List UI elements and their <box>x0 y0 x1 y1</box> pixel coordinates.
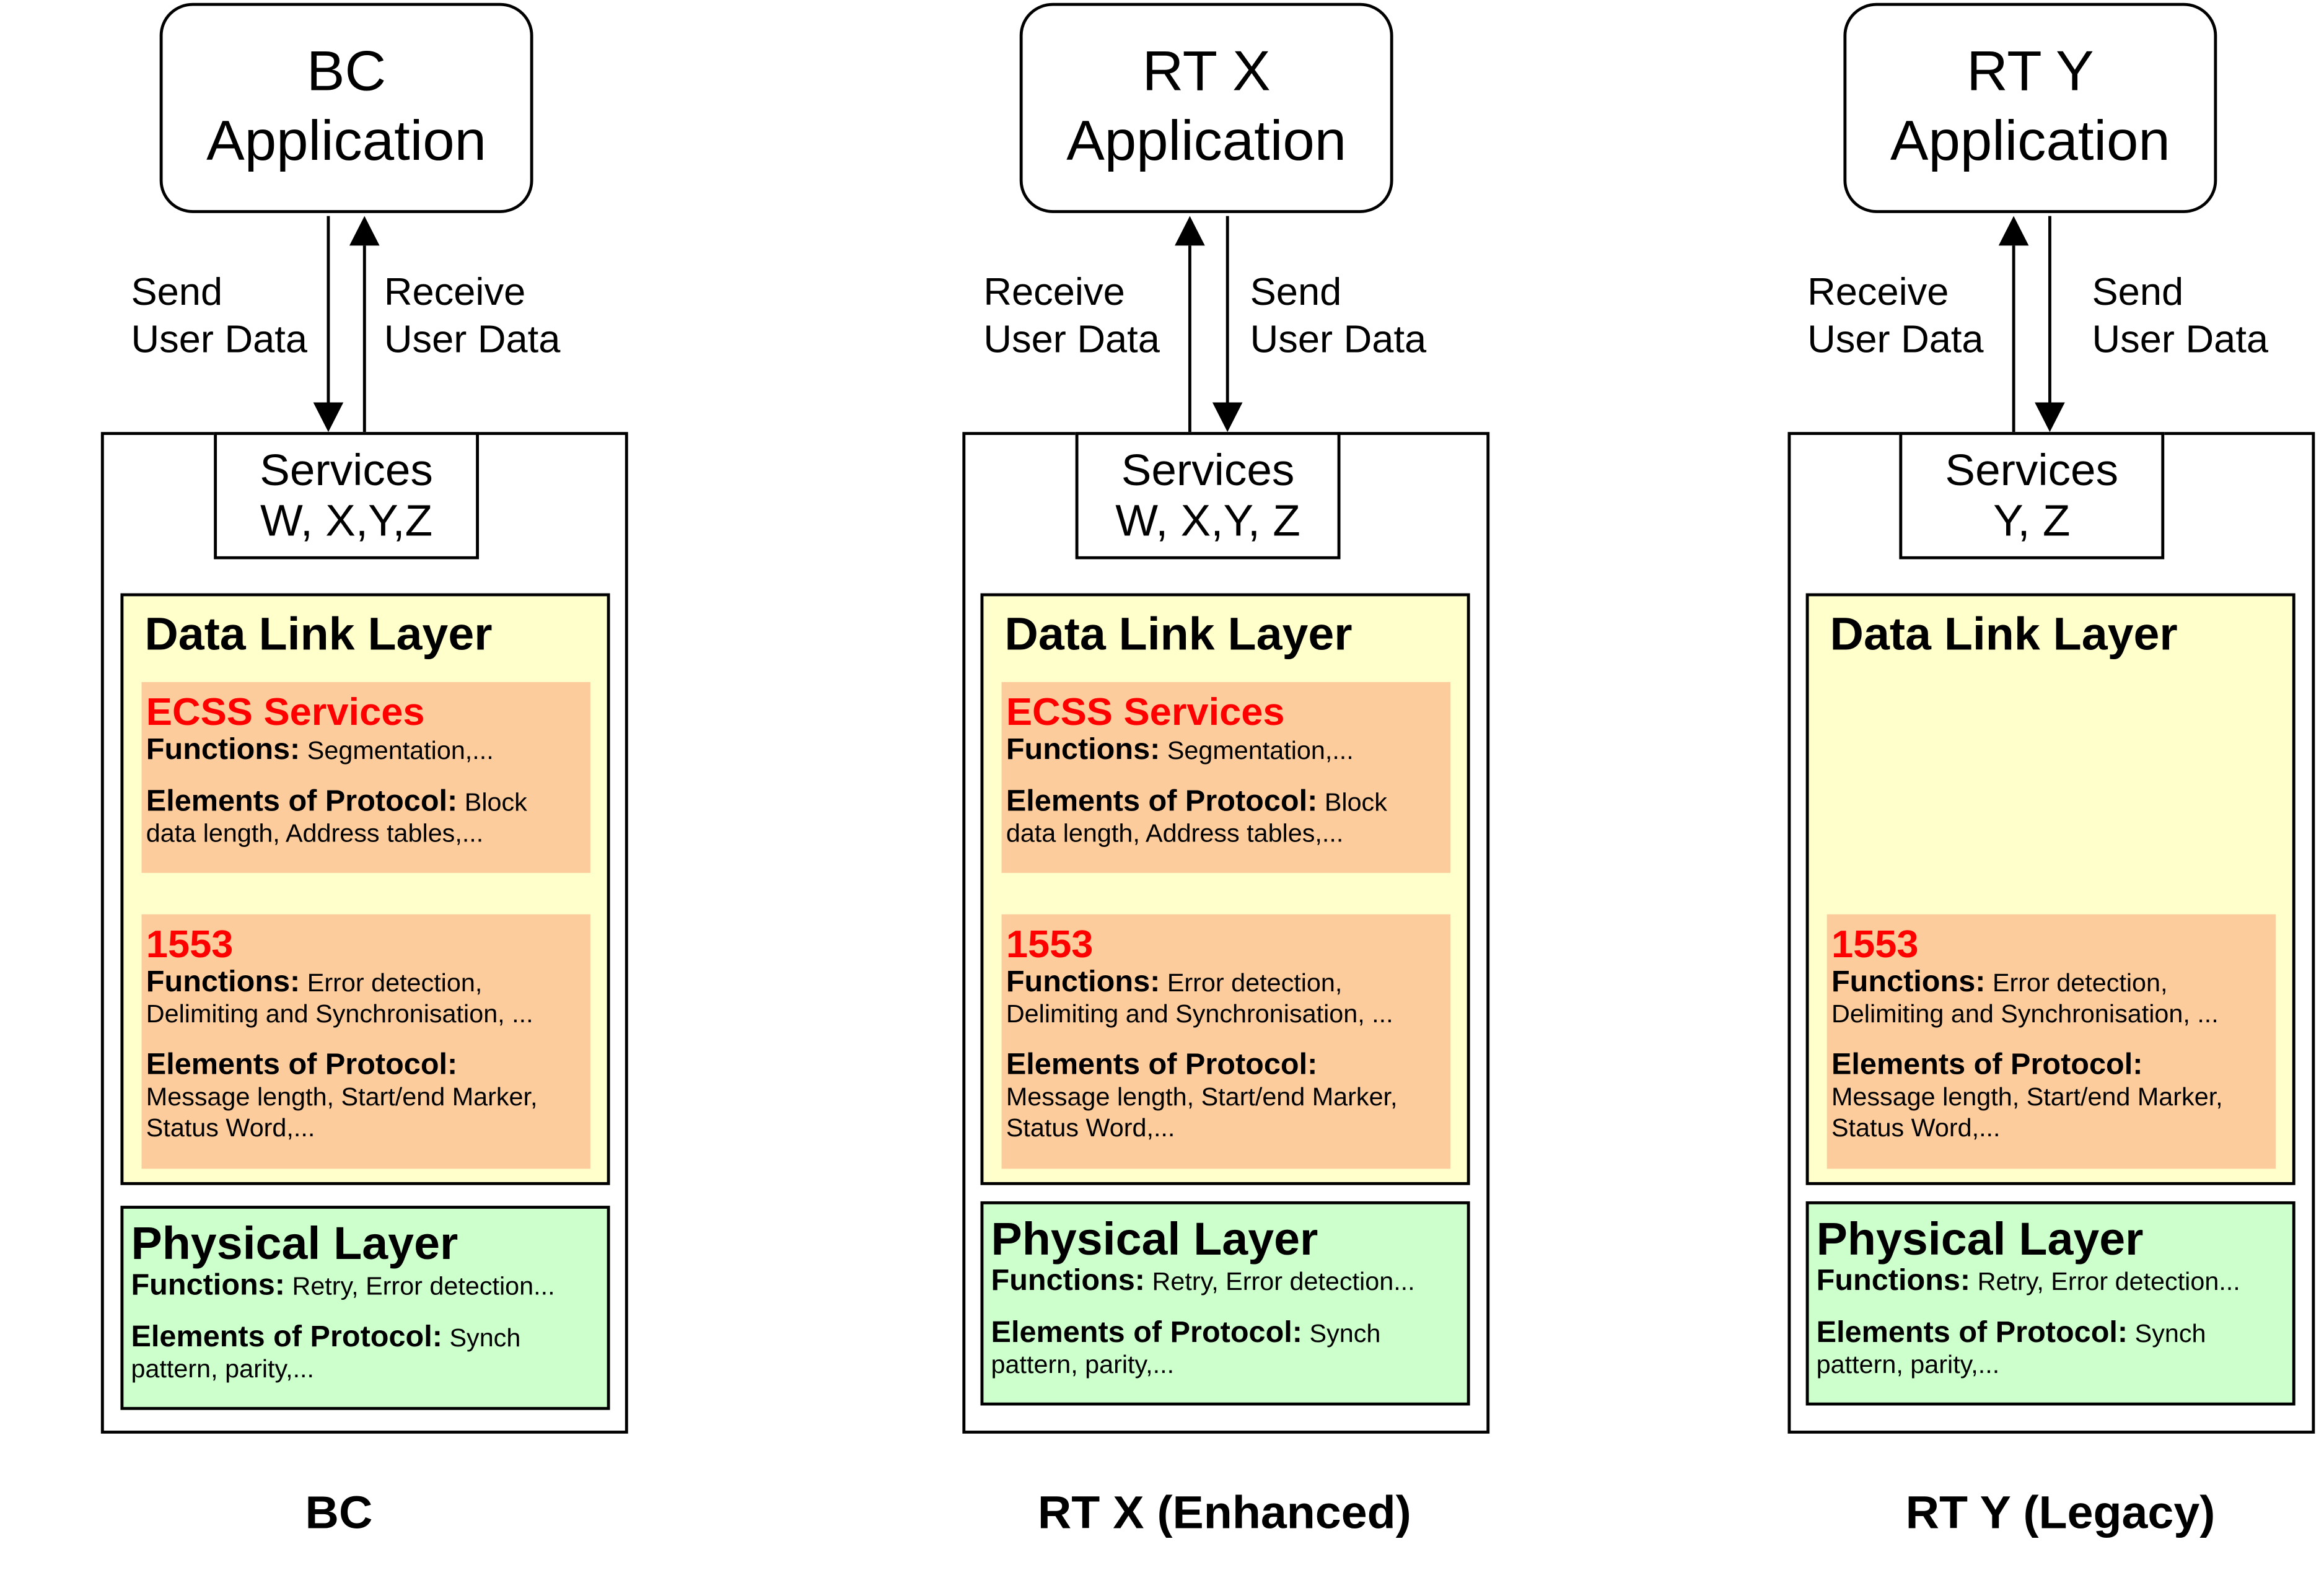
send-user-data-label: Send User Data <box>1250 269 1427 361</box>
ecss-services-block: ECSS Services Functions: Segmentation,..… <box>141 682 590 873</box>
mil-1553-title: 1553 <box>1006 921 1094 967</box>
mil-1553-eop-line-1: Message length, Start/end Marker, <box>1831 1082 2223 1112</box>
physical-layer-title: Physical Layer <box>131 1217 458 1269</box>
app-subtitle: Application <box>1890 111 2170 173</box>
ecss-services-title: ECSS Services <box>1006 689 1285 734</box>
mil-1553-functions-continued: Delimiting and Synchronisation, ... <box>146 1000 533 1028</box>
mil-1553-functions: Functions: Error detection, <box>146 966 483 999</box>
column-caption: RT X (Enhanced) <box>1037 1486 1411 1539</box>
app-subtitle: Application <box>206 111 487 173</box>
physical-functions: Functions: Retry, Error detection... <box>991 1265 1415 1298</box>
app-subtitle: Application <box>1066 111 1347 173</box>
receive-arrow-line <box>1188 245 1191 432</box>
data-link-layer-title: Data Link Layer <box>1004 608 1353 660</box>
mil-1553-elements-of-protocol: Elements of Protocol: <box>146 1049 458 1082</box>
data-link-layer: Data Link Layer ECSS Services Functions:… <box>120 593 610 1185</box>
app-title: RT X <box>1142 41 1271 104</box>
column-caption: BC <box>305 1486 373 1539</box>
rtx-application-box: RT X Application <box>1019 2 1393 213</box>
send-arrow-line <box>327 216 330 406</box>
mil-1553-eop-line-2: Status Word,... <box>146 1114 315 1142</box>
ecss-elements-of-protocol: Elements of Protocol: Block <box>1006 785 1387 818</box>
receive-user-data-label: Receive User Data <box>983 269 1160 361</box>
physical-functions: Functions: Retry, Error detection... <box>1816 1265 2240 1298</box>
send-user-data-label: Send User Data <box>131 269 308 361</box>
physical-elements-of-protocol: Elements of Protocol: Synch <box>131 1321 521 1354</box>
physical-layer: Physical Layer Functions: Retry, Error d… <box>1805 1201 2295 1406</box>
data-link-layer-title: Data Link Layer <box>1830 608 2178 660</box>
mil-1553-functions-continued: Delimiting and Synchronisation, ... <box>1006 1000 1393 1028</box>
receive-user-data-label: Receive User Data <box>1807 269 1984 361</box>
ecss-functions: Functions: Segmentation,... <box>146 734 494 766</box>
physical-eop-continued: pattern, parity,... <box>1816 1351 2000 1379</box>
mil-1553-eop-line-2: Status Word,... <box>1831 1114 2001 1142</box>
ecss-eop-continued: data length, Address tables,... <box>1006 819 1344 848</box>
data-link-layer: Data Link Layer 1553 Functions: Error de… <box>1805 593 2295 1185</box>
physical-elements-of-protocol: Elements of Protocol: Synch <box>991 1317 1381 1349</box>
column-caption: RT Y (Legacy) <box>1905 1486 2216 1539</box>
services-box: Services W, X,Y,Z <box>214 432 480 559</box>
ecss-eop-continued: data length, Address tables,... <box>146 819 484 848</box>
ecss-services-title: ECSS Services <box>146 689 425 734</box>
app-title: BC <box>306 41 387 104</box>
receive-user-data-label: Receive User Data <box>384 269 561 361</box>
mil-1553-functions-continued: Delimiting and Synchronisation, ... <box>1831 1000 2219 1028</box>
ecss-functions: Functions: Segmentation,... <box>1006 734 1354 766</box>
mil-1553-elements-of-protocol: Elements of Protocol: <box>1831 1049 2143 1082</box>
rty-application-box: RT Y Application <box>1843 2 2217 213</box>
mil-1553-title: 1553 <box>146 921 234 967</box>
mil-1553-title: 1553 <box>1831 921 1919 967</box>
mil-1553-eop-line-2: Status Word,... <box>1006 1114 1175 1142</box>
arrow-down-icon <box>1212 402 1243 432</box>
ecss-elements-of-protocol: Elements of Protocol: Block <box>146 785 527 818</box>
data-link-layer: Data Link Layer ECSS Services Functions:… <box>980 593 1470 1185</box>
mil-1553-functions: Functions: Error detection, <box>1831 966 2168 999</box>
arrow-down-icon <box>313 402 344 432</box>
mil-1553-functions: Functions: Error detection, <box>1006 966 1343 999</box>
mil-1553-block: 1553 Functions: Error detection, Delimit… <box>1001 914 1450 1169</box>
physical-layer: Physical Layer Functions: Retry, Error d… <box>980 1201 1470 1406</box>
mil-1553-eop-line-1: Message length, Start/end Marker, <box>146 1082 538 1112</box>
send-arrow-line <box>2048 216 2051 406</box>
mil-1553-elements-of-protocol: Elements of Protocol: <box>1006 1049 1318 1082</box>
receive-arrow-line <box>362 245 366 432</box>
physical-layer: Physical Layer Functions: Retry, Error d… <box>120 1206 610 1410</box>
physical-layer-title: Physical Layer <box>991 1213 1318 1265</box>
physical-functions: Functions: Retry, Error detection... <box>131 1269 555 1302</box>
receive-arrow-line <box>2012 245 2015 432</box>
arrow-up-icon <box>1175 216 1205 246</box>
mil-1553-block: 1553 Functions: Error detection, Delimit… <box>141 914 590 1169</box>
send-arrow-line <box>1226 216 1229 406</box>
physical-eop-continued: pattern, parity,... <box>991 1351 1175 1379</box>
send-user-data-label: Send User Data <box>2092 269 2269 361</box>
bc-application-box: BC Application <box>159 2 533 213</box>
arrow-down-icon <box>2035 402 2065 432</box>
arrow-up-icon <box>349 216 380 246</box>
physical-eop-continued: pattern, parity,... <box>131 1355 315 1383</box>
data-link-layer-title: Data Link Layer <box>144 608 493 660</box>
mil-1553-block: 1553 Functions: Error detection, Delimit… <box>1826 914 2276 1169</box>
app-title: RT Y <box>1967 41 2094 104</box>
services-box: Services W, X,Y, Z <box>1075 432 1341 559</box>
ecss-services-block: ECSS Services Functions: Segmentation,..… <box>1001 682 1450 873</box>
services-box: Services Y, Z <box>1899 432 2165 559</box>
physical-elements-of-protocol: Elements of Protocol: Synch <box>1816 1317 2206 1349</box>
arrow-up-icon <box>1998 216 2029 246</box>
physical-layer-title: Physical Layer <box>1816 1213 2144 1265</box>
mil-1553-eop-line-1: Message length, Start/end Marker, <box>1006 1082 1398 1112</box>
